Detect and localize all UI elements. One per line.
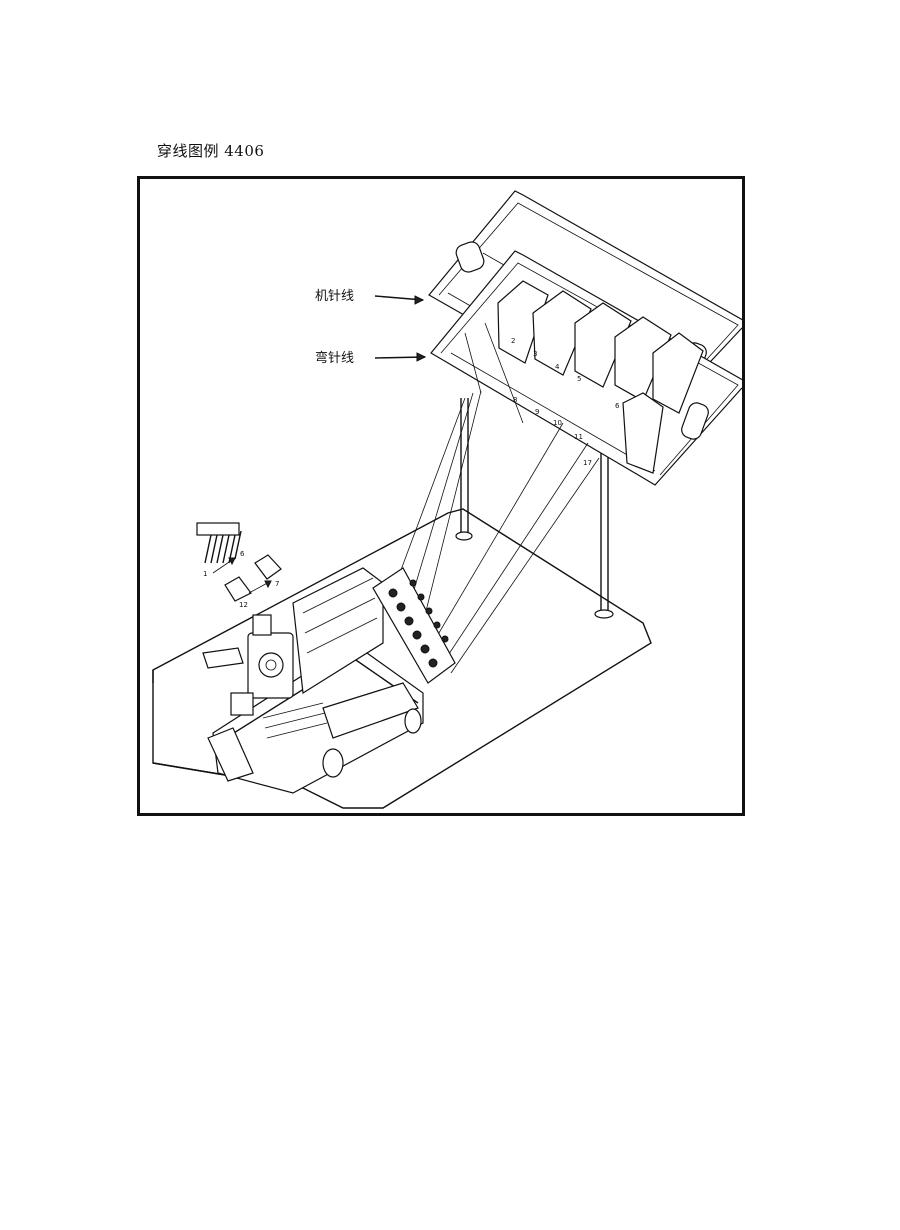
rack-number: 2 — [511, 337, 515, 345]
needle-thread-arrow — [374, 295, 425, 305]
thread-spools — [497, 280, 704, 474]
needle-inset-number: 12 — [239, 601, 248, 609]
sewing-machine — [202, 567, 424, 794]
rack-number: 6 — [615, 402, 620, 410]
looper-thread-arrow — [374, 352, 427, 362]
rack-number: 5 — [577, 375, 581, 383]
rack-number: 11 — [574, 433, 583, 441]
needle-inset-number: 6 — [240, 550, 245, 558]
rack-number: 8 — [513, 396, 517, 404]
rack-number: 9 — [535, 408, 539, 416]
rack-number: 3 — [533, 350, 537, 358]
rack-number: 4 — [555, 363, 560, 371]
rack-number: 17 — [583, 459, 592, 467]
looper-thread-label: 弯针线 — [315, 350, 354, 366]
threading-diagram: 2 3 4 5 6 8 9 10 11 17 机针线 弯针线 — [152, 190, 742, 809]
diagram-frame: 2 3 4 5 6 8 9 10 11 17 机针线 弯针线 — [137, 176, 745, 816]
needle-inset-number: 7 — [275, 580, 279, 588]
needle-inset-number: 1 — [203, 570, 207, 578]
needle-inset — [196, 522, 282, 602]
thread-paths — [397, 322, 600, 674]
rack-number: 10 — [553, 419, 562, 427]
page-title: 穿线图例 4406 — [157, 142, 265, 160]
thread-stand-poles — [455, 398, 614, 619]
tension-plate — [372, 567, 456, 684]
needle-thread-label: 机针线 — [315, 289, 354, 304]
